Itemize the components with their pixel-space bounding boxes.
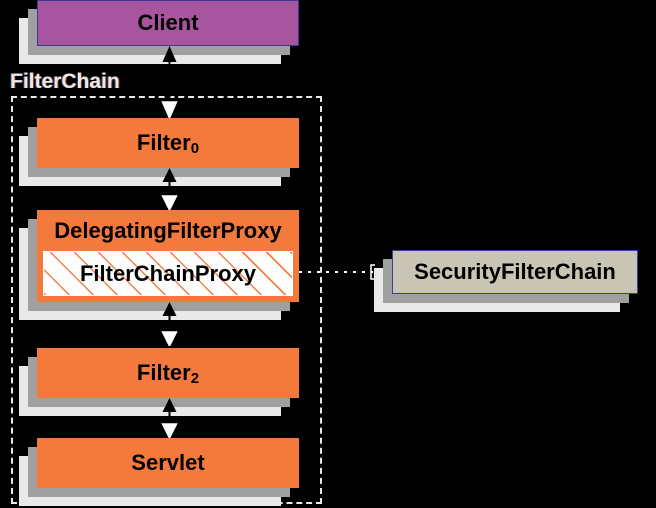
- filter2-subscript: 2: [190, 369, 200, 387]
- connector-delegating-filter2: [160, 302, 179, 346]
- client-label: Client: [137, 10, 199, 35]
- delegating-title: DelegatingFilterProxy: [54, 217, 282, 243]
- node-security-filter-chain[interactable]: SecurityFilterChain: [374, 250, 638, 312]
- servlet-face: Servlet: [37, 438, 299, 488]
- filter2-label: Filter: [136, 360, 191, 385]
- node-filter-chain-proxy[interactable]: FilterChainProxy: [43, 251, 293, 296]
- filter0-subscript: 0: [190, 139, 200, 157]
- connector-filter2-servlet: [160, 398, 179, 438]
- delegating-face: DelegatingFilterProxy FilterChainProxy: [37, 210, 299, 302]
- servlet-label: Servlet: [131, 450, 205, 475]
- node-delegating-filter-proxy[interactable]: DelegatingFilterProxy FilterChainProxy: [19, 210, 299, 320]
- security-face: SecurityFilterChain: [392, 250, 638, 294]
- client-face: Client: [37, 0, 299, 46]
- node-client[interactable]: Client: [19, 0, 299, 64]
- filterchain-group-label: FilterChain: [10, 70, 120, 93]
- connector-filter0-delegating: [160, 168, 179, 210]
- filter0-label: Filter: [136, 130, 191, 155]
- connector-client-filter0: [160, 46, 179, 118]
- filter-chain-proxy-label: FilterChainProxy: [79, 260, 257, 286]
- security-filter-chain-label: SecurityFilterChain: [414, 259, 616, 284]
- node-servlet[interactable]: Servlet: [19, 438, 299, 506]
